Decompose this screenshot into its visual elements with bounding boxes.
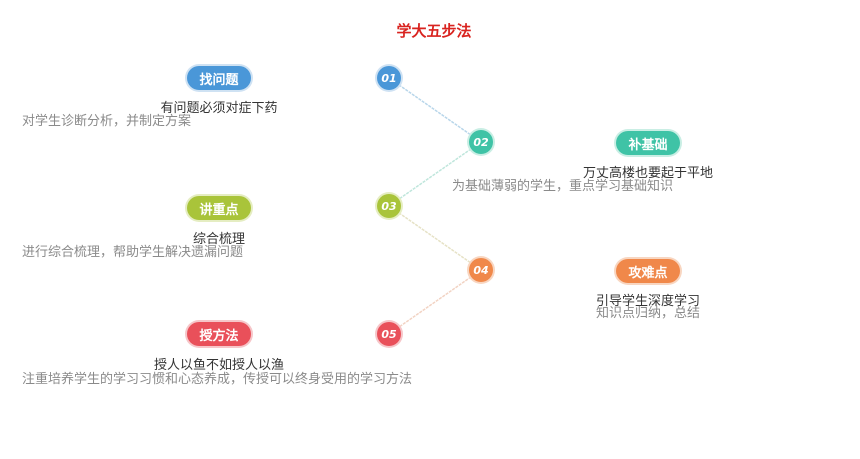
step-label-tackle-difficulties: 攻难点: [616, 259, 680, 283]
step-number-04: 04: [469, 258, 493, 282]
connector-04-05: [388, 269, 482, 335]
step-description-05: 注重培养学生的学习习惯和心态养成，传授可以终身受用的学习方法: [22, 372, 413, 387]
step-number-01: 01: [377, 66, 401, 90]
step-subtitle-02: 万丈高楼也要起于平地: [582, 166, 714, 181]
step-description-03: 进行综合梳理，帮助学生解决遗漏问题: [22, 245, 244, 260]
step-label-teach-methods: 授方法: [187, 322, 251, 346]
step-subtitle-04: 引导学生深度学习: [595, 294, 701, 309]
connector-03-04: [388, 205, 482, 271]
step-description-02: 为基础薄弱的学生，重点学习基础知识: [452, 179, 674, 194]
step-description-04: 知识点归纳，总结: [595, 306, 701, 321]
step-subtitle-01: 有问题必须对症下药: [160, 101, 278, 116]
step-label-build-foundation: 补基础: [616, 131, 680, 155]
step-label-key-points: 讲重点: [187, 196, 251, 220]
step-number-02: 02: [469, 130, 493, 154]
step-subtitle-05: 授人以鱼不如授人以渔: [153, 358, 285, 373]
connector-02-03: [388, 141, 482, 207]
connector-01-02: [388, 77, 482, 143]
step-number-03: 03: [377, 194, 401, 218]
step-number-05: 05: [377, 322, 401, 346]
step-label-find-problem: 找问题: [187, 66, 251, 90]
diagram-title: 学大五步法: [396, 22, 472, 40]
step-description-01: 对学生诊断分析，并制定方案: [22, 114, 192, 129]
step-subtitle-03: 综合梳理: [192, 232, 246, 247]
